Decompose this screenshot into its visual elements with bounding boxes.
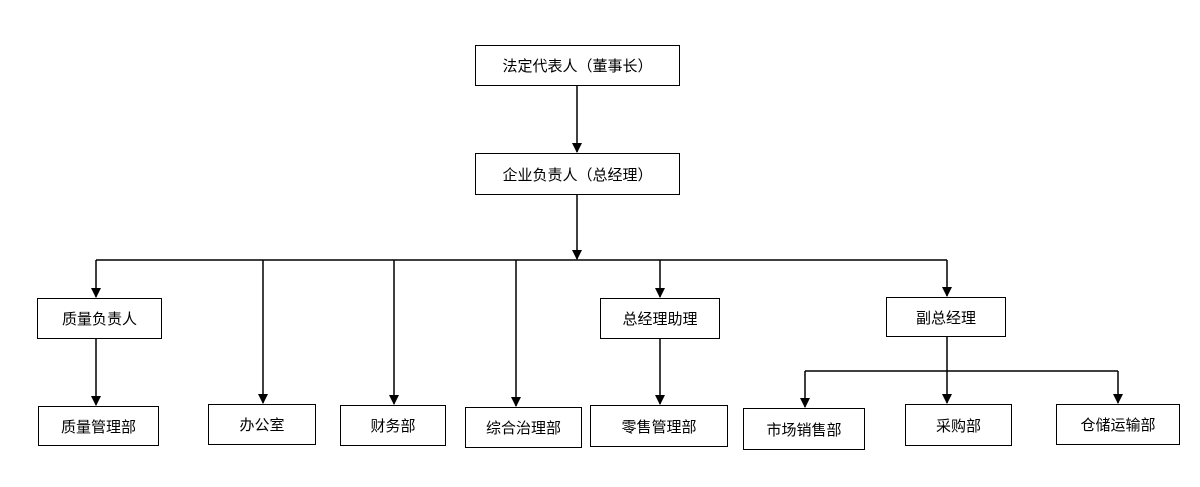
node-label: 综合治理部 (485, 419, 561, 437)
node-quality-head: 质量负责人 (37, 298, 162, 339)
node-office: 办公室 (208, 404, 316, 445)
node-label: 零售管理部 (621, 417, 697, 436)
node-label: 采购部 (935, 416, 981, 435)
node-deputy-gm: 副总经理 (886, 297, 1006, 337)
node-enterprise-head: 企业负责人（总经理） (475, 153, 680, 195)
node-label: 市场销售部 (766, 420, 842, 439)
node-storage-transport-dept: 仓储运输部 (1056, 404, 1180, 445)
node-quality-management-dept: 质量管理部 (38, 406, 159, 446)
node-finance-dept: 财务部 (340, 405, 446, 446)
node-label: 质量管理部 (60, 417, 136, 436)
node-label: 仓储运输部 (1080, 416, 1156, 434)
node-label: 总经理助理 (622, 310, 698, 328)
node-gm-assistant: 总经理助理 (600, 298, 720, 339)
node-label: 企业负责人（总经理） (502, 165, 653, 184)
node-label: 质量负责人 (61, 310, 137, 328)
node-purchasing-dept: 采购部 (905, 404, 1012, 446)
node-label: 财务部 (370, 417, 416, 435)
node-label: 法定代表人（董事长） (502, 57, 653, 75)
node-comprehensive-governance-dept: 综合治理部 (465, 407, 582, 448)
node-retail-management-dept: 零售管理部 (590, 405, 728, 447)
node-label: 副总经理 (915, 308, 976, 327)
node-marketing-sales-dept: 市场销售部 (743, 408, 865, 450)
node-label: 办公室 (239, 416, 285, 434)
node-legal-representative: 法定代表人（董事长） (475, 45, 680, 86)
